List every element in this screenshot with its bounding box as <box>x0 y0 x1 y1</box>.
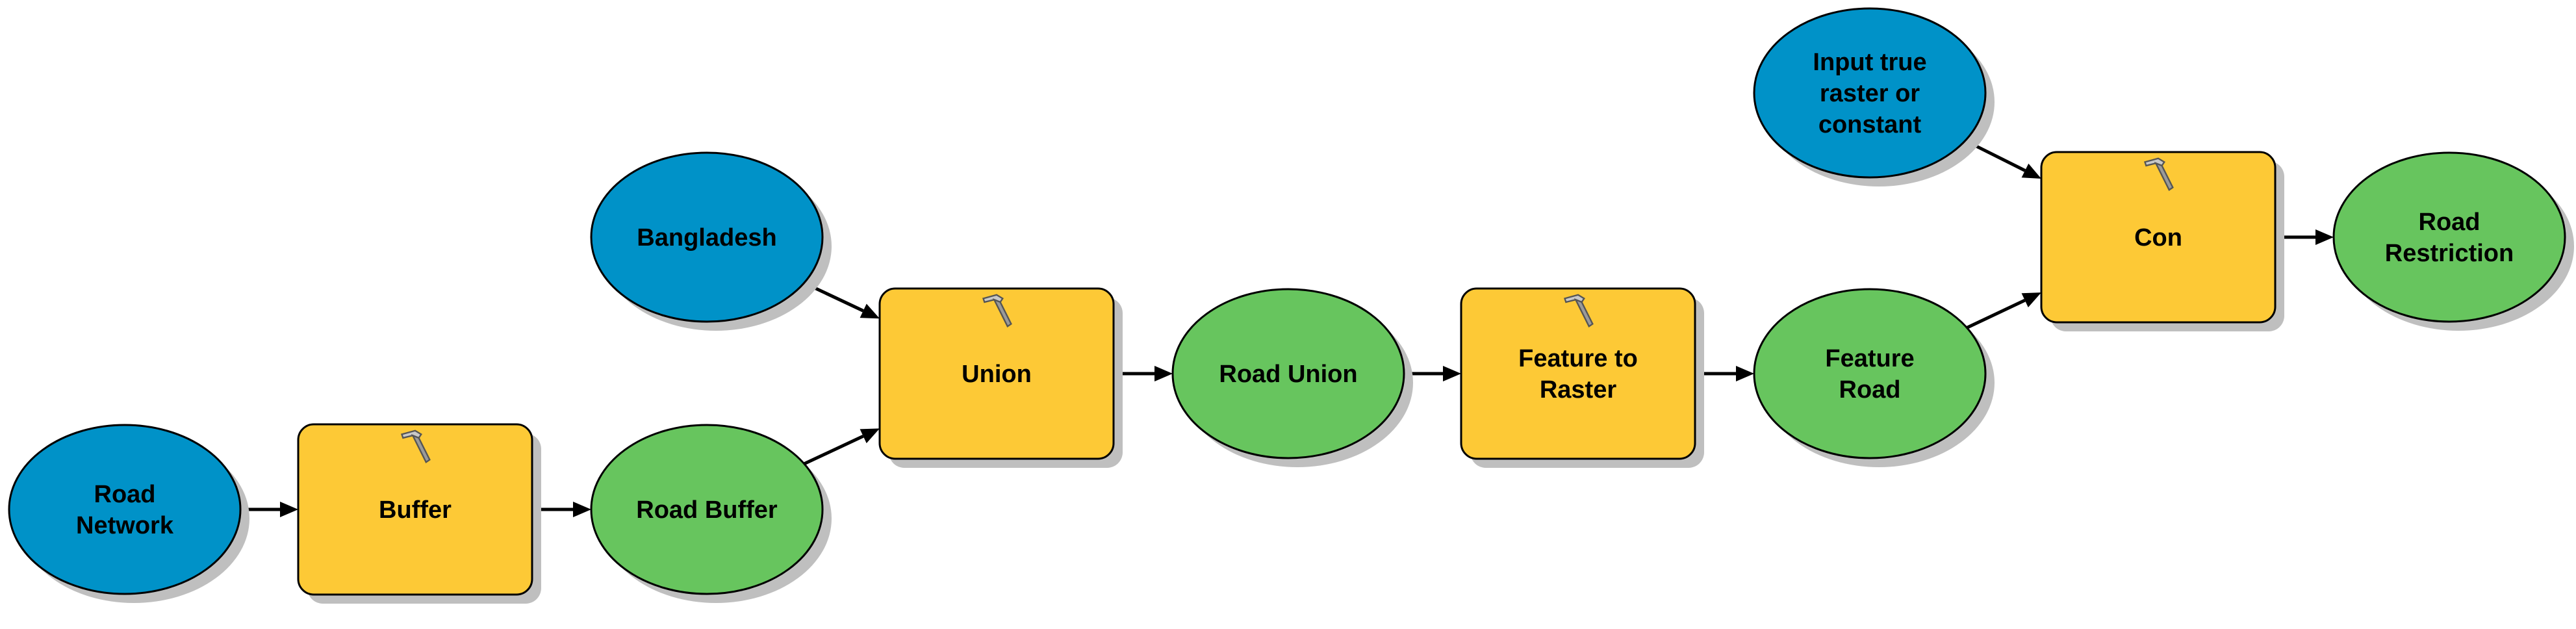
arrowhead <box>1736 366 1754 381</box>
node-input-true-raster[interactable]: Input true raster or constant <box>1753 7 1995 186</box>
arrowhead <box>1154 366 1173 381</box>
derived-data-ellipse <box>2332 151 2566 323</box>
node-label-line: Road <box>94 481 156 508</box>
edge-road_buffer-to-union <box>803 428 880 466</box>
arrowhead <box>280 502 298 517</box>
node-road-buffer[interactable]: Road Buffer <box>590 424 832 603</box>
edge-feature_road-to-con <box>1966 292 2041 329</box>
node-label-line: Union <box>962 361 1032 388</box>
node-union[interactable]: Union <box>878 287 1123 468</box>
node-label-line: Bangladesh <box>637 224 776 251</box>
node-label-line: Network <box>76 512 174 539</box>
node-label-line: Buffer <box>379 496 452 524</box>
input-data-ellipse <box>8 424 242 595</box>
edges <box>240 139 2334 517</box>
node-label-line: Road <box>2419 209 2480 236</box>
arrowhead <box>1443 366 1461 381</box>
arrowhead <box>2315 229 2334 245</box>
node-label-line: Con <box>2134 224 2182 251</box>
tool-box <box>2040 151 2276 324</box>
input-data-ellipse <box>1753 7 1987 179</box>
node-label-line: Feature <box>1825 345 1914 372</box>
node-bangladesh[interactable]: Bangladesh <box>590 151 832 331</box>
node-road-union[interactable]: Road Union <box>1171 288 1413 467</box>
arrowhead <box>2021 163 2041 179</box>
node-label-line: Road Buffer <box>636 496 778 524</box>
arrowhead <box>2021 292 2041 307</box>
node-buffer[interactable]: Buffer <box>297 423 541 604</box>
arrowhead <box>860 303 880 319</box>
node-label-line: raster or <box>1820 80 1920 107</box>
node-feature-to-raster[interactable]: Feature to Raster <box>1460 287 1704 468</box>
node-label-line: Road <box>1839 376 1901 404</box>
node-label-line: Road Union <box>1219 361 1357 388</box>
node-label-line: Feature to <box>1518 345 1638 372</box>
derived-data-ellipse <box>590 424 824 595</box>
node-label-line: Input true <box>1813 49 1926 76</box>
node-label-line: constant <box>1818 111 1922 138</box>
node-con[interactable]: Con <box>2040 151 2284 331</box>
arrowhead <box>860 428 880 444</box>
tool-box <box>878 287 1115 460</box>
node-label-line: Restriction <box>2385 240 2514 267</box>
tool-box <box>297 423 533 596</box>
input-data-ellipse <box>590 151 824 323</box>
derived-data-ellipse <box>1171 288 1405 459</box>
arrowhead <box>573 502 591 517</box>
tool-box <box>1460 287 1696 460</box>
node-label-line: Raster <box>1540 376 1616 404</box>
edge-line <box>803 434 864 466</box>
derived-data-ellipse <box>1753 288 1987 459</box>
edge-line <box>1966 298 2026 329</box>
